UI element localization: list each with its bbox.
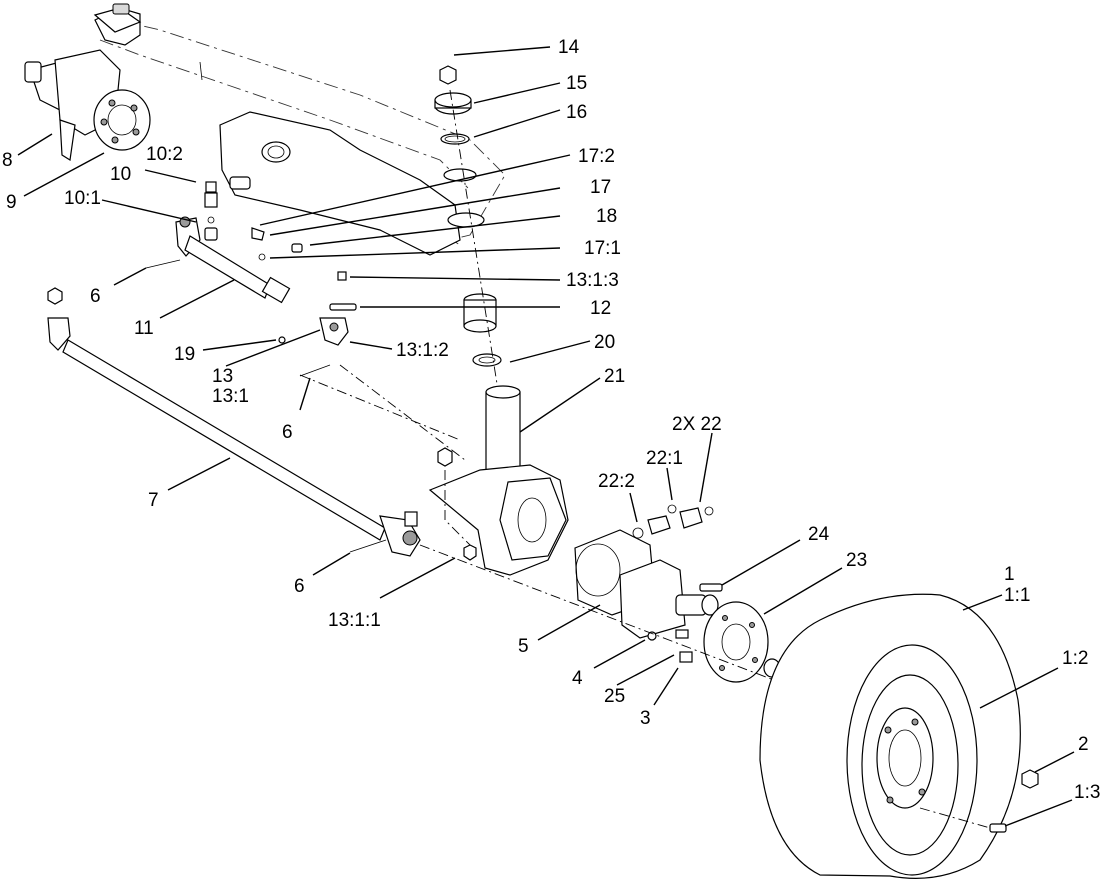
callout-1-3: 1:3 <box>1074 782 1100 803</box>
callout-13: 13 <box>212 366 233 387</box>
callout-13-1-3: 13:1:3 <box>566 270 619 291</box>
callout-25: 25 <box>604 686 625 707</box>
callout-15: 15 <box>566 73 587 94</box>
steering-cylinder <box>145 181 303 304</box>
callout-17-2: 17:2 <box>578 146 615 167</box>
callout-12: 12 <box>590 298 611 319</box>
callout-1-1: 1:1 <box>1004 585 1030 606</box>
tie-rod-end-right <box>278 271 357 377</box>
callout-10-1: 10:1 <box>64 188 101 209</box>
callout-6-b: 6 <box>282 422 293 443</box>
left-wheel-motor <box>24 3 151 161</box>
callout-8: 8 <box>2 150 13 171</box>
callout-13-1-2: 13:1:2 <box>396 340 449 361</box>
frame-assembly <box>94 7 506 256</box>
callout-9: 9 <box>6 192 17 213</box>
tie-rod <box>47 287 421 557</box>
callout-18: 18 <box>596 206 617 227</box>
callout-13-1: 13:1 <box>212 386 249 407</box>
callout-2x-22: 2X 22 <box>672 414 722 435</box>
callout-1-2: 1:2 <box>1062 648 1088 669</box>
callout-22-1: 22:1 <box>646 448 683 469</box>
callout-1: 1 <box>1004 564 1015 585</box>
callout-17: 17 <box>590 177 611 198</box>
callout-16: 16 <box>566 102 587 123</box>
wheel-motor-hub <box>419 529 801 691</box>
callout-21: 21 <box>604 366 625 387</box>
callout-17-1: 17:1 <box>584 238 621 259</box>
callout-11: 11 <box>134 318 154 339</box>
tire-wheel <box>759 593 1039 879</box>
callout-6-a: 6 <box>90 286 101 307</box>
callout-4: 4 <box>572 668 583 689</box>
callout-7: 7 <box>148 490 159 511</box>
spindle <box>299 364 569 576</box>
callout-13-1-1: 13:1:1 <box>328 610 381 631</box>
callout-23: 23 <box>846 550 867 571</box>
callout-2: 2 <box>1078 734 1089 755</box>
hydraulic-fittings <box>632 504 714 539</box>
callout-10: 10 <box>110 164 131 185</box>
callout-10-2: 10:2 <box>146 144 183 165</box>
callout-24: 24 <box>808 524 830 545</box>
leader-lines <box>17 46 1075 827</box>
callout-22-2: 22:2 <box>598 471 635 492</box>
callout-14: 14 <box>558 37 580 58</box>
callout-3: 3 <box>640 708 651 729</box>
callout-20: 20 <box>594 332 615 353</box>
callout-6-c: 6 <box>294 576 305 597</box>
callout-19: 19 <box>174 344 195 365</box>
king-pin-bushing-stack <box>434 65 502 391</box>
callout-5: 5 <box>518 636 529 657</box>
callout-labels: 8 9 10:2 10 10:1 6 11 19 13 13:1 6 7 6 1… <box>2 37 1100 803</box>
